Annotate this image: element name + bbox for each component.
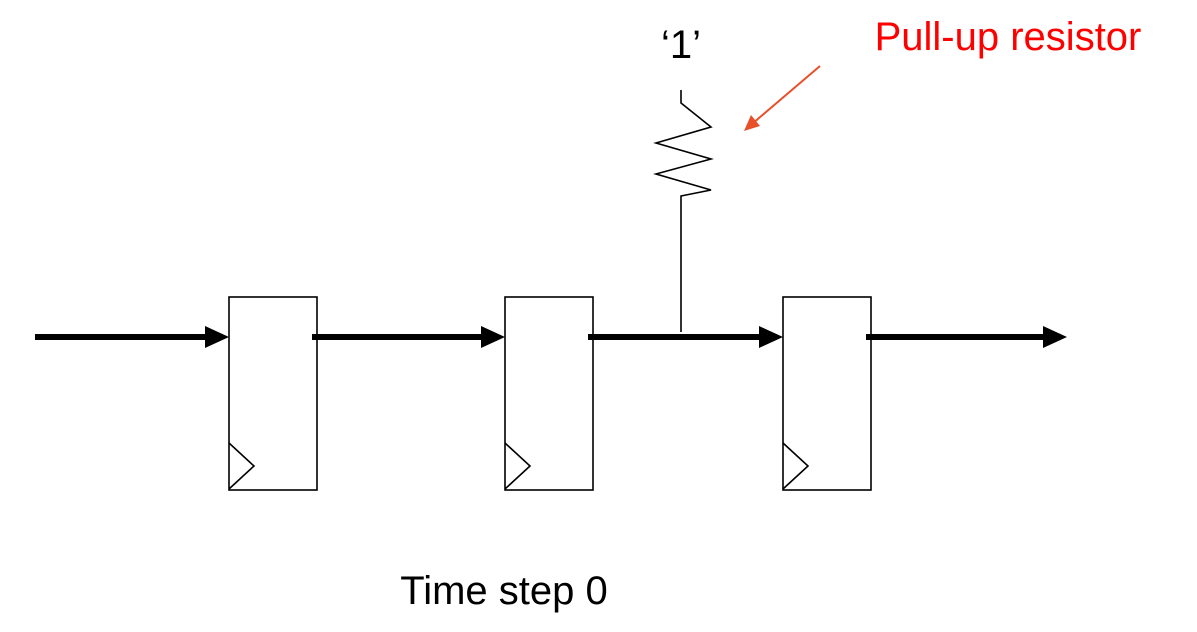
flip-flop-2-clock-icon bbox=[504, 442, 532, 490]
flip-flop-2 bbox=[504, 296, 594, 491]
wire-ff1-ff2-arrowhead bbox=[481, 326, 505, 348]
flip-flop-3 bbox=[782, 296, 872, 491]
pull-up-annotation-arrowhead bbox=[744, 115, 760, 131]
flip-flop-3-clock-icon bbox=[782, 442, 810, 490]
flip-flop-1-clock-icon bbox=[228, 442, 256, 490]
input-wire-arrowhead bbox=[205, 326, 229, 348]
pull-up-annotation-arrow bbox=[751, 65, 821, 125]
supply-label: ‘1’ bbox=[661, 23, 701, 67]
pull-up-resistor-label: Pull-up resistor bbox=[875, 15, 1142, 59]
pull-up-resistor bbox=[653, 90, 714, 332]
output-wire-arrowhead bbox=[1043, 326, 1067, 348]
time-step-caption: Time step 0 bbox=[400, 569, 607, 613]
flip-flop-1 bbox=[228, 296, 318, 491]
wire-ff2-ff3-arrowhead bbox=[759, 326, 783, 348]
